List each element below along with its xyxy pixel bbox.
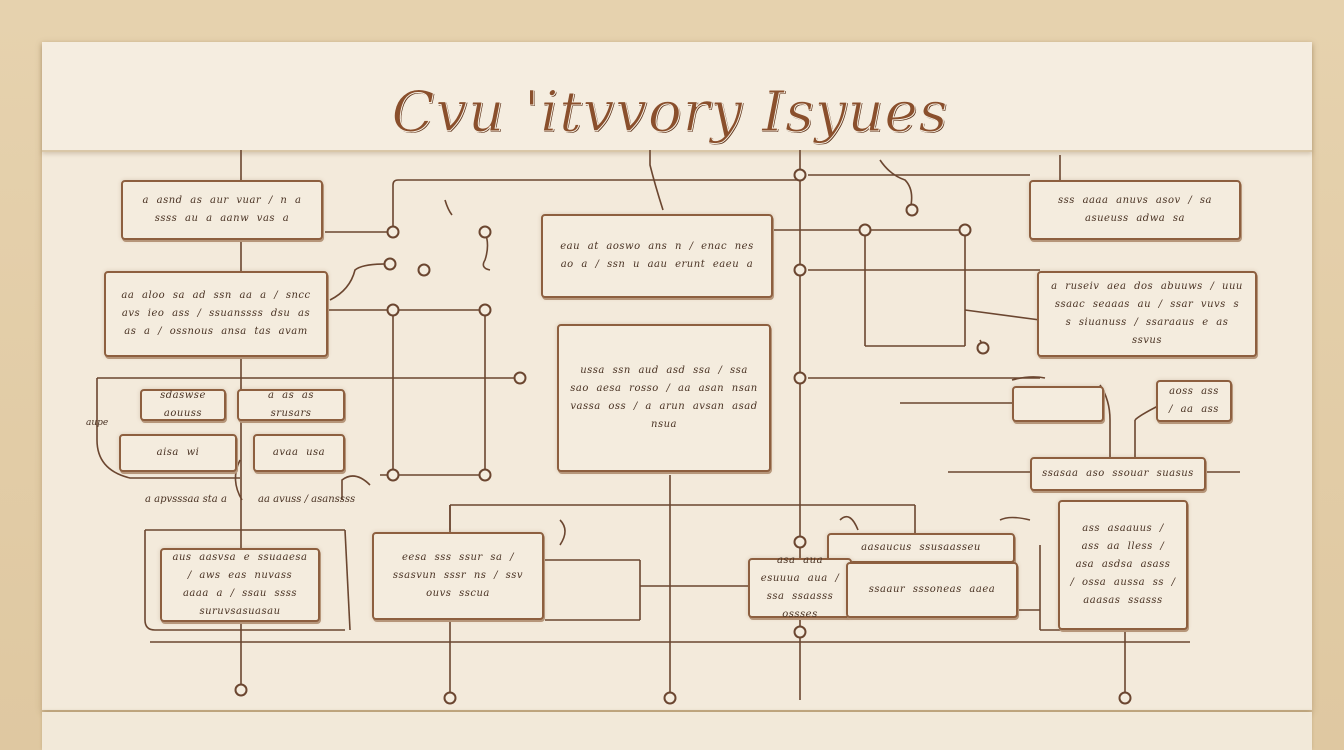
annotation-note: aupe [86,418,109,428]
node-box[interactable]: avaa usa [253,434,345,472]
node-box[interactable]: a asnd as aur vuar / n a ssss au a aanw … [121,180,323,240]
node-box[interactable]: a as as srusars [237,389,345,421]
node-box[interactable]: aus aasvsa e ssuaaesa / aws eas nuvass a… [160,548,320,622]
node-label: a ruseiv aea dos abuuws / uuu ssaac seaa… [1051,281,1243,346]
node-box[interactable]: ssasaa aso ssouar suasus [1030,457,1206,491]
node-label: eesa sss ssur sa / ssasvun sssr ns / ssv… [392,552,524,599]
node-label: a asnd as aur vuar / n a ssss au a aanw … [142,195,302,224]
node-label: eau at aoswo ans n / enac nes ao a / ssn… [560,241,754,270]
node-box[interactable]: ass asaauus / ass aa lless / asa asdsa a… [1058,500,1188,630]
node-box[interactable]: aoss ass / aa ass [1156,380,1232,422]
node-label: asa aua esuuua aua / ssa ssaasss ossses [760,555,840,620]
node-box[interactable]: ssaaur sssoneas aaea [846,562,1018,618]
node-box[interactable]: sdaswse aouuss [140,389,226,421]
node-label: avaa usa [272,447,326,458]
diagram-title: Cvu 'itvvory Isyues [391,80,949,146]
node-box[interactable]: sss aaaa anuvs asov / sa asueuss adwa sa [1029,180,1241,240]
bottom-band [42,712,1312,750]
node-label: ssasaa aso ssouar suasus [1042,468,1194,479]
node-box[interactable]: ussa ssn aud asd ssa / ssa sao aesa ross… [557,324,771,472]
header-band [42,42,1312,152]
node-label: aasaucus ssusaasseu [861,542,981,553]
node-label: aisa wi [156,447,200,458]
node-box[interactable]: aasaucus ssusaasseu [827,533,1015,563]
node-label: aus aasvsa e ssuaaesa / aws eas nuvass a… [172,552,308,617]
node-box[interactable]: eau at aoswo ans n / enac nes ao a / ssn… [541,214,773,298]
node-label: aoss ass / aa ass [1169,386,1219,415]
node-box[interactable]: eesa sss ssur sa / ssasvun sssr ns / ssv… [372,532,544,620]
node-box[interactable] [1012,386,1104,422]
node-box[interactable]: aa aloo sa ad ssn aa a / sncc avs ieo as… [104,271,328,357]
node-label: ussa ssn aud asd ssa / ssa sao aesa ross… [570,365,758,430]
node-label: a as as srusars [267,390,314,419]
node-label: sdaswse aouuss [160,390,206,419]
node-box[interactable]: a ruseiv aea dos abuuws / uuu ssaac seaa… [1037,271,1257,357]
node-box[interactable]: aisa wi [119,434,237,472]
node-box[interactable]: asa aua esuuua aua / ssa ssaasss ossses [748,555,852,620]
node-label: aa aloo sa ad ssn aa a / sncc avs ieo as… [121,290,311,337]
node-label: ass asaauus / ass aa lless / asa asdsa a… [1070,523,1176,606]
annotation-note: a apvsssaa sta a [145,494,227,505]
node-label: sss aaaa anuvs asov / sa asueuss adwa sa [1058,195,1212,224]
node-label: ssaaur sssoneas aaea [868,584,996,595]
annotation-note: aa avuss / asanssss [258,494,356,505]
